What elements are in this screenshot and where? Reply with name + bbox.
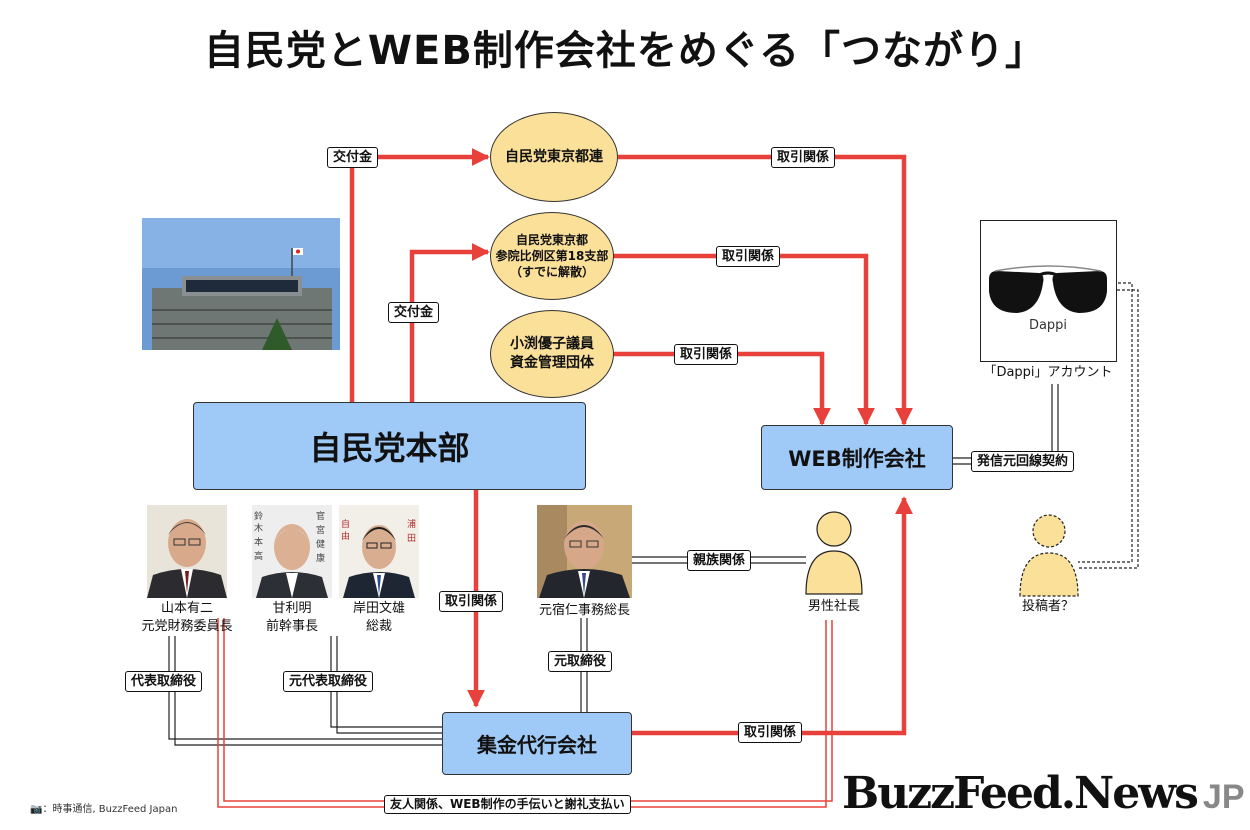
male-president-label: 男性社長 bbox=[807, 599, 860, 614]
kishida-name: 岸田文雄 bbox=[352, 601, 405, 616]
label-torihiki-honbu-shukin: 取引関係 bbox=[439, 591, 504, 612]
dappi-logo-text: Dappi bbox=[1029, 318, 1067, 333]
motojuku-photo bbox=[537, 505, 632, 598]
male-president-icon bbox=[804, 511, 864, 595]
yamamoto-name: 山本有二 bbox=[160, 601, 213, 616]
yamamoto-caption: 山本有二 元党財務委員長 bbox=[127, 600, 247, 636]
node-branch18-line3: （すでに解散） bbox=[509, 265, 595, 280]
label-moto-torishimari: 元取締役 bbox=[548, 651, 613, 672]
label-torihiki-shukin-web: 取引関係 bbox=[738, 722, 803, 743]
label-koufukin-2: 交付金 bbox=[388, 302, 440, 323]
label-shinzoku: 親族関係 bbox=[687, 550, 752, 571]
amari-role: 前幹事長 bbox=[265, 619, 318, 634]
label-torihiki-branch18: 取引関係 bbox=[716, 246, 781, 267]
node-branch18-line1: 自民党東京都 bbox=[515, 232, 588, 247]
node-tokyo-toren: 自民党東京都連 bbox=[490, 112, 618, 202]
node-shukin-company-label: 集金代行会社 bbox=[477, 733, 597, 757]
svg-text:由: 由 bbox=[341, 530, 350, 542]
logo-suffix: JP bbox=[1202, 778, 1245, 816]
label-hasshin: 発信元回線契約 bbox=[971, 451, 1075, 472]
kishida-role: 総裁 bbox=[365, 619, 392, 634]
ldp-building-photo bbox=[142, 218, 340, 350]
svg-text:浦: 浦 bbox=[407, 518, 416, 530]
svg-text:健: 健 bbox=[316, 538, 325, 550]
kishida-caption: 岸田文雄 総裁 bbox=[339, 600, 419, 636]
node-branch18-line2: 参院比例区第18支部 bbox=[495, 248, 609, 263]
node-shukin-company: 集金代行会社 bbox=[442, 712, 632, 775]
arrow-branch18-to-web bbox=[612, 253, 875, 426]
label-koufukin-1: 交付金 bbox=[327, 147, 379, 168]
dappi-account-image: Dappi bbox=[980, 220, 1117, 362]
node-obuchi-line1: 小渕優子議員 bbox=[510, 336, 594, 353]
poster-label: 投稿者？ bbox=[1021, 599, 1074, 614]
svg-text:木: 木 bbox=[254, 522, 263, 534]
photo-credit: 📷：時事通信, BuzzFeed Japan bbox=[30, 804, 178, 815]
svg-text:本: 本 bbox=[254, 536, 263, 548]
label-torihiki-toren: 取引関係 bbox=[771, 147, 836, 168]
label-torihiki-obuchi: 取引関係 bbox=[674, 344, 739, 365]
arrow-toren-to-web bbox=[618, 154, 913, 426]
poster-icon bbox=[1018, 513, 1080, 597]
arrow-honbu-to-branch18 bbox=[409, 243, 490, 402]
label-yujin: 友人関係、WEB制作の手伝いと謝礼支払い bbox=[384, 795, 631, 814]
dappi-account-label: 「Dappi」アカウント bbox=[983, 365, 1113, 380]
diagram-title: 自民党とWEB制作会社をめぐる「つながり」 bbox=[203, 28, 1047, 74]
motojuku-caption: 元宿仁事務総長 bbox=[538, 603, 630, 618]
arrow-shukin-to-web bbox=[632, 496, 913, 736]
svg-text:田: 田 bbox=[407, 533, 416, 544]
svg-text:宮: 宮 bbox=[316, 524, 325, 536]
svg-text:自: 自 bbox=[341, 518, 350, 530]
svg-text:官: 官 bbox=[316, 510, 325, 522]
node-web-company-label: WEB制作会社 bbox=[788, 446, 926, 471]
node-jimin-honbu-label: 自民党本部 bbox=[309, 429, 470, 467]
logo-main: BuzzFeed.News bbox=[842, 768, 1199, 819]
svg-text:高: 高 bbox=[254, 550, 263, 562]
label-moto-daihyo: 元代表取締役 bbox=[283, 671, 374, 692]
label-daihyo: 代表取締役 bbox=[125, 671, 203, 692]
kishida-photo: 自由 浦田 bbox=[339, 505, 419, 598]
node-obuchi: 小渕優子議員 資金管理団体 bbox=[490, 310, 614, 398]
node-jimin-honbu: 自民党本部 bbox=[193, 402, 586, 490]
arrow-honbu-to-toren bbox=[349, 148, 490, 402]
amari-photo: 鈴木本高 官宮健康 bbox=[252, 505, 332, 598]
node-branch18: 自民党東京都 参院比例区第18支部 （すでに解散） bbox=[490, 212, 614, 300]
node-tokyo-toren-label: 自民党東京都連 bbox=[505, 148, 603, 165]
node-web-company: WEB制作会社 bbox=[761, 425, 953, 490]
svg-text:康: 康 bbox=[316, 552, 325, 564]
svg-text:鈴: 鈴 bbox=[254, 510, 263, 522]
yamamoto-role: 元党財務委員長 bbox=[141, 619, 233, 634]
amari-caption: 甘利明 前幹事長 bbox=[252, 600, 332, 636]
amari-name: 甘利明 bbox=[272, 601, 312, 616]
node-obuchi-line2: 資金管理団体 bbox=[510, 355, 594, 371]
yamamoto-photo bbox=[147, 505, 227, 598]
